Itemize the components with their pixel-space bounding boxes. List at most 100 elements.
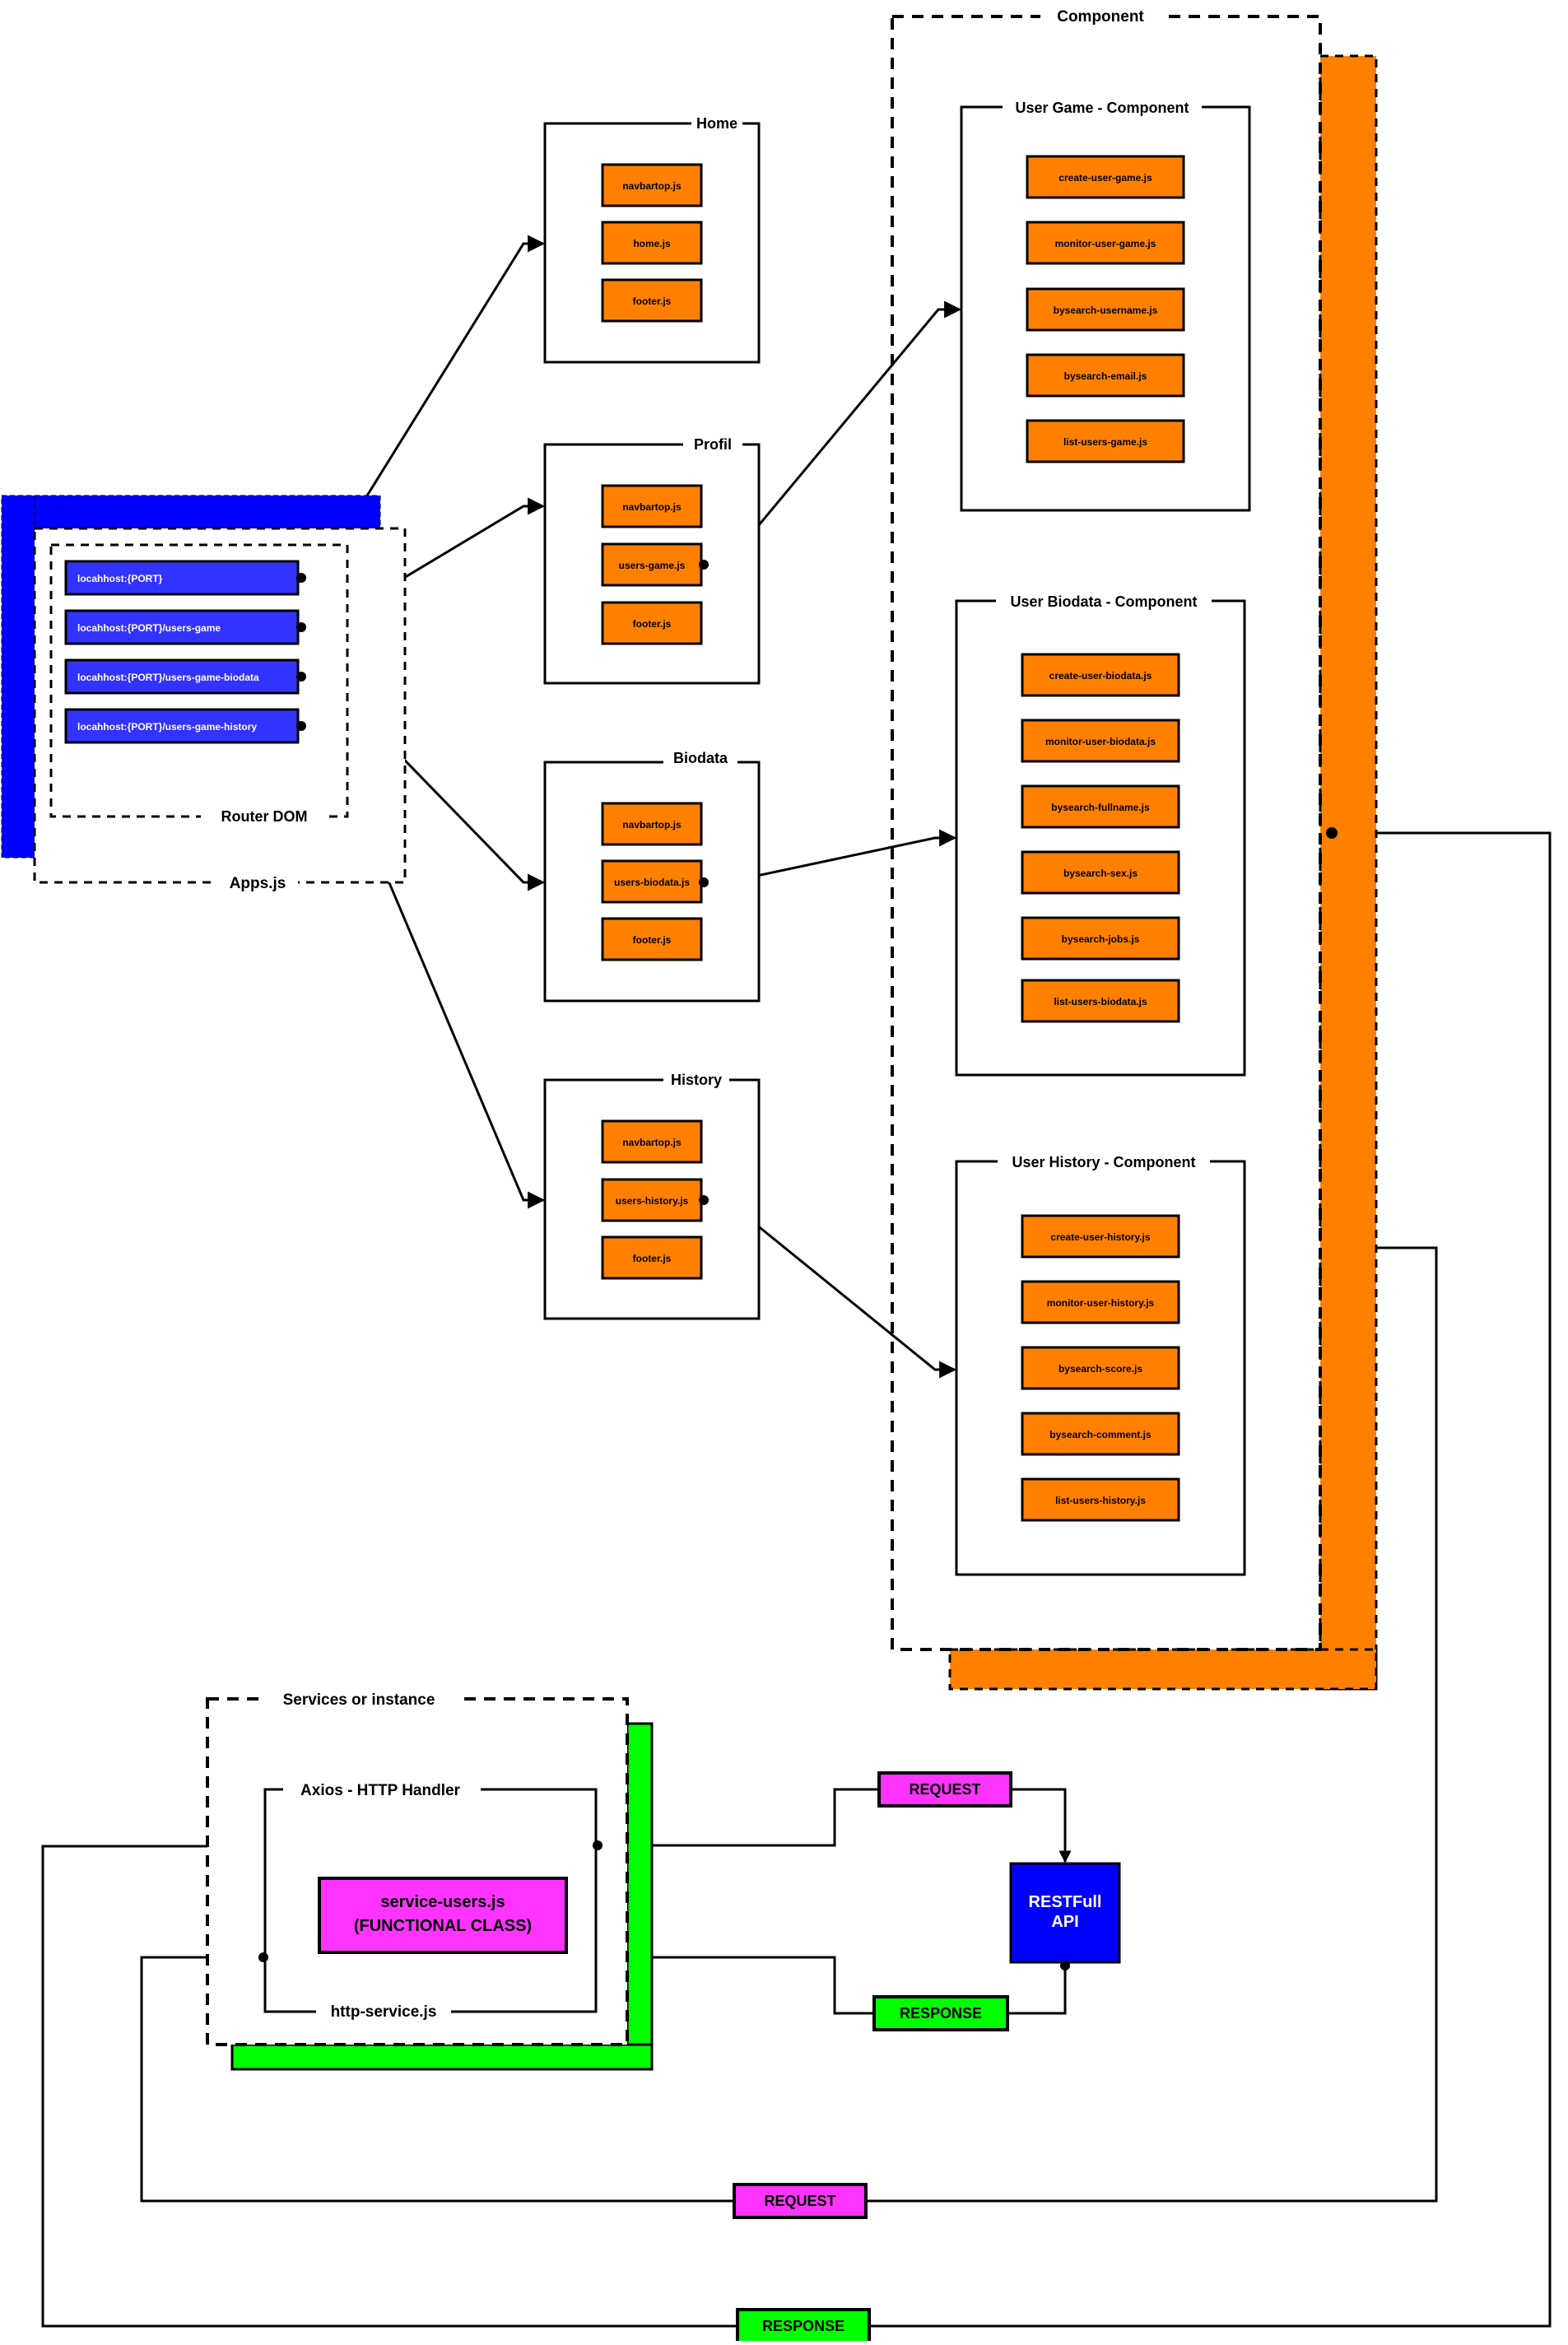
component-file[interactable]: bysearch-jobs.js [1021,916,1180,961]
services-title-gap [262,1689,456,1710]
service-users-box[interactable]: service-users.js (FUNCTIONAL CLASS) [318,1877,568,1954]
component-file[interactable]: list-users-history.js [1021,1477,1180,1522]
router-dom-title: Router DOM [221,808,308,825]
user-history-component: User History - Component create-user-his… [955,1152,1246,1576]
user-game-component: User Game - Component create-user-game.j… [960,97,1251,512]
component-file[interactable]: create-user-biodata.js [1021,653,1180,697]
route-port-dot [296,672,306,682]
page-file-label: users-biodata.js [614,877,690,888]
page-file[interactable]: footer.js [601,278,703,323]
page-file[interactable]: home.js [601,221,703,265]
component-title-gap [1040,5,1161,28]
svg-text:RESPONSE: RESPONSE [762,2318,844,2334]
pages-column: Home navbartop.js home.js footer.js Prof… [543,114,761,1320]
component-orange-band-right [1319,54,1378,1691]
component-file[interactable]: list-users-biodata.js [1021,979,1180,1023]
component-file[interactable]: monitor-user-history.js [1021,1280,1180,1324]
component-file-label: monitor-user-history.js [1047,1297,1155,1309]
page-file-port-dot [699,1195,709,1205]
component-file[interactable]: bysearch-comment.js [1021,1412,1180,1456]
request-label-top: REQUEST [877,1771,1012,1808]
component-file-label: monitor-user-game.js [1055,238,1156,249]
apps-blue-band-top [1,495,381,529]
apps-blue-band-left [1,495,35,858]
route-item[interactable]: locahhost:{PORT}/users-game [64,609,306,645]
route-label: locahhost:{PORT}/users-game-history [77,721,257,733]
component-file-label: bysearch-username.js [1054,305,1158,316]
component-file[interactable]: bysearch-email.js [1026,353,1185,398]
page-file[interactable]: navbartop.js [601,484,703,528]
api-box[interactable]: RESTFull API [1009,1862,1121,1964]
component-file[interactable]: bysearch-username.js [1026,287,1185,332]
axios-title-gap [283,1780,481,1799]
page-file[interactable]: navbartop.js [601,802,703,846]
component-region: Component User Game - Component create-u… [891,5,1378,1691]
component-file[interactable]: monitor-user-biodata.js [1021,719,1180,763]
page-file-label: footer.js [633,618,672,630]
page-title: Home [696,115,737,132]
component-file-label: monitor-user-biodata.js [1045,736,1156,747]
page-file[interactable]: navbartop.js [601,1119,703,1164]
apps-title: Apps.js [230,875,286,892]
svg-text:REQUEST: REQUEST [909,1781,980,1798]
page-file-label: footer.js [633,934,672,946]
route-label: locahhost:{PORT}/users-game [77,622,221,634]
apps-title-gap [216,872,298,892]
page-file-label: navbartop.js [622,1137,682,1148]
component-file-label: bysearch-fullname.js [1051,802,1150,813]
component-port-dot [1326,827,1338,839]
page-file[interactable]: footer.js [601,601,703,645]
page-file[interactable]: footer.js [601,917,703,961]
api-label-line2: API [1051,1913,1078,1931]
component-orange-band-bottom [948,1648,1378,1691]
component-file[interactable]: monitor-user-game.js [1026,221,1185,265]
component-file-label: bysearch-score.js [1059,1363,1142,1375]
route-port-dot [296,573,306,583]
route-item[interactable]: locahhost:{PORT}/users-game-history [64,708,306,744]
page-file-port-dot [699,877,709,887]
route-item[interactable]: locahhost:{PORT} [64,560,306,596]
api-to-axios-response-line [595,1948,1067,2015]
group-title: User Game - Component [1015,100,1189,116]
page-file-port-dot [699,560,709,570]
http-service-title-gap [316,2002,451,2022]
axios-right-port-dot [593,1840,603,1850]
apps-region: Apps.js Router DOM locahhost:{PORT} loca… [1,495,407,892]
request-label-bottom: REQUEST [733,2183,868,2219]
component-file[interactable]: create-user-game.js [1026,155,1185,199]
route-item[interactable]: locahhost:{PORT}/users-game-biodata [64,658,306,695]
service-users-label: service-users.js [380,1893,505,1911]
page-file[interactable]: users-history.js [601,1178,709,1222]
page-file[interactable]: users-game.js [601,542,709,587]
component-file[interactable]: bysearch-sex.js [1021,850,1180,895]
route-label: locahhost:{PORT} [77,573,163,584]
component-title: Component [1057,8,1144,26]
component-file-label: list-users-biodata.js [1054,996,1147,1007]
svg-text:REQUEST: REQUEST [764,2193,835,2209]
router-dom-container [49,543,349,818]
page-file[interactable]: users-biodata.js [601,859,709,904]
component-file-label: bysearch-comment.js [1049,1429,1152,1440]
component-file-label: list-users-game.js [1063,436,1147,448]
page-title: Biodata [673,750,728,766]
component-file-label: create-user-game.js [1059,172,1152,184]
component-file-label: create-user-biodata.js [1049,670,1152,682]
page-file[interactable]: navbartop.js [601,163,703,207]
component-file[interactable]: list-users-game.js [1026,419,1185,463]
page-file[interactable]: footer.js [601,1235,703,1280]
user-biodata-component: User Biodata - Component create-user-bio… [955,591,1246,1077]
page-file-label: users-history.js [616,1195,689,1207]
axios-title: Axios - HTTP Handler [300,1782,461,1799]
page-file-label: footer.js [633,1253,672,1264]
component-file[interactable]: create-user-history.js [1021,1214,1180,1259]
component-file[interactable]: bysearch-fullname.js [1021,784,1180,829]
svg-text:RESPONSE: RESPONSE [900,2005,982,2022]
page-history: History navbartop.js users-history.js fo… [543,1070,761,1320]
page-biodata: Biodata navbartop.js users-biodata.js fo… [543,750,761,1003]
component-file-label: bysearch-sex.js [1063,868,1138,879]
page-home: Home navbartop.js home.js footer.js [543,114,761,364]
service-users-subtitle: (FUNCTIONAL CLASS) [354,1917,532,1935]
component-file[interactable]: bysearch-score.js [1021,1346,1180,1390]
component-file-label: bysearch-jobs.js [1062,933,1140,945]
